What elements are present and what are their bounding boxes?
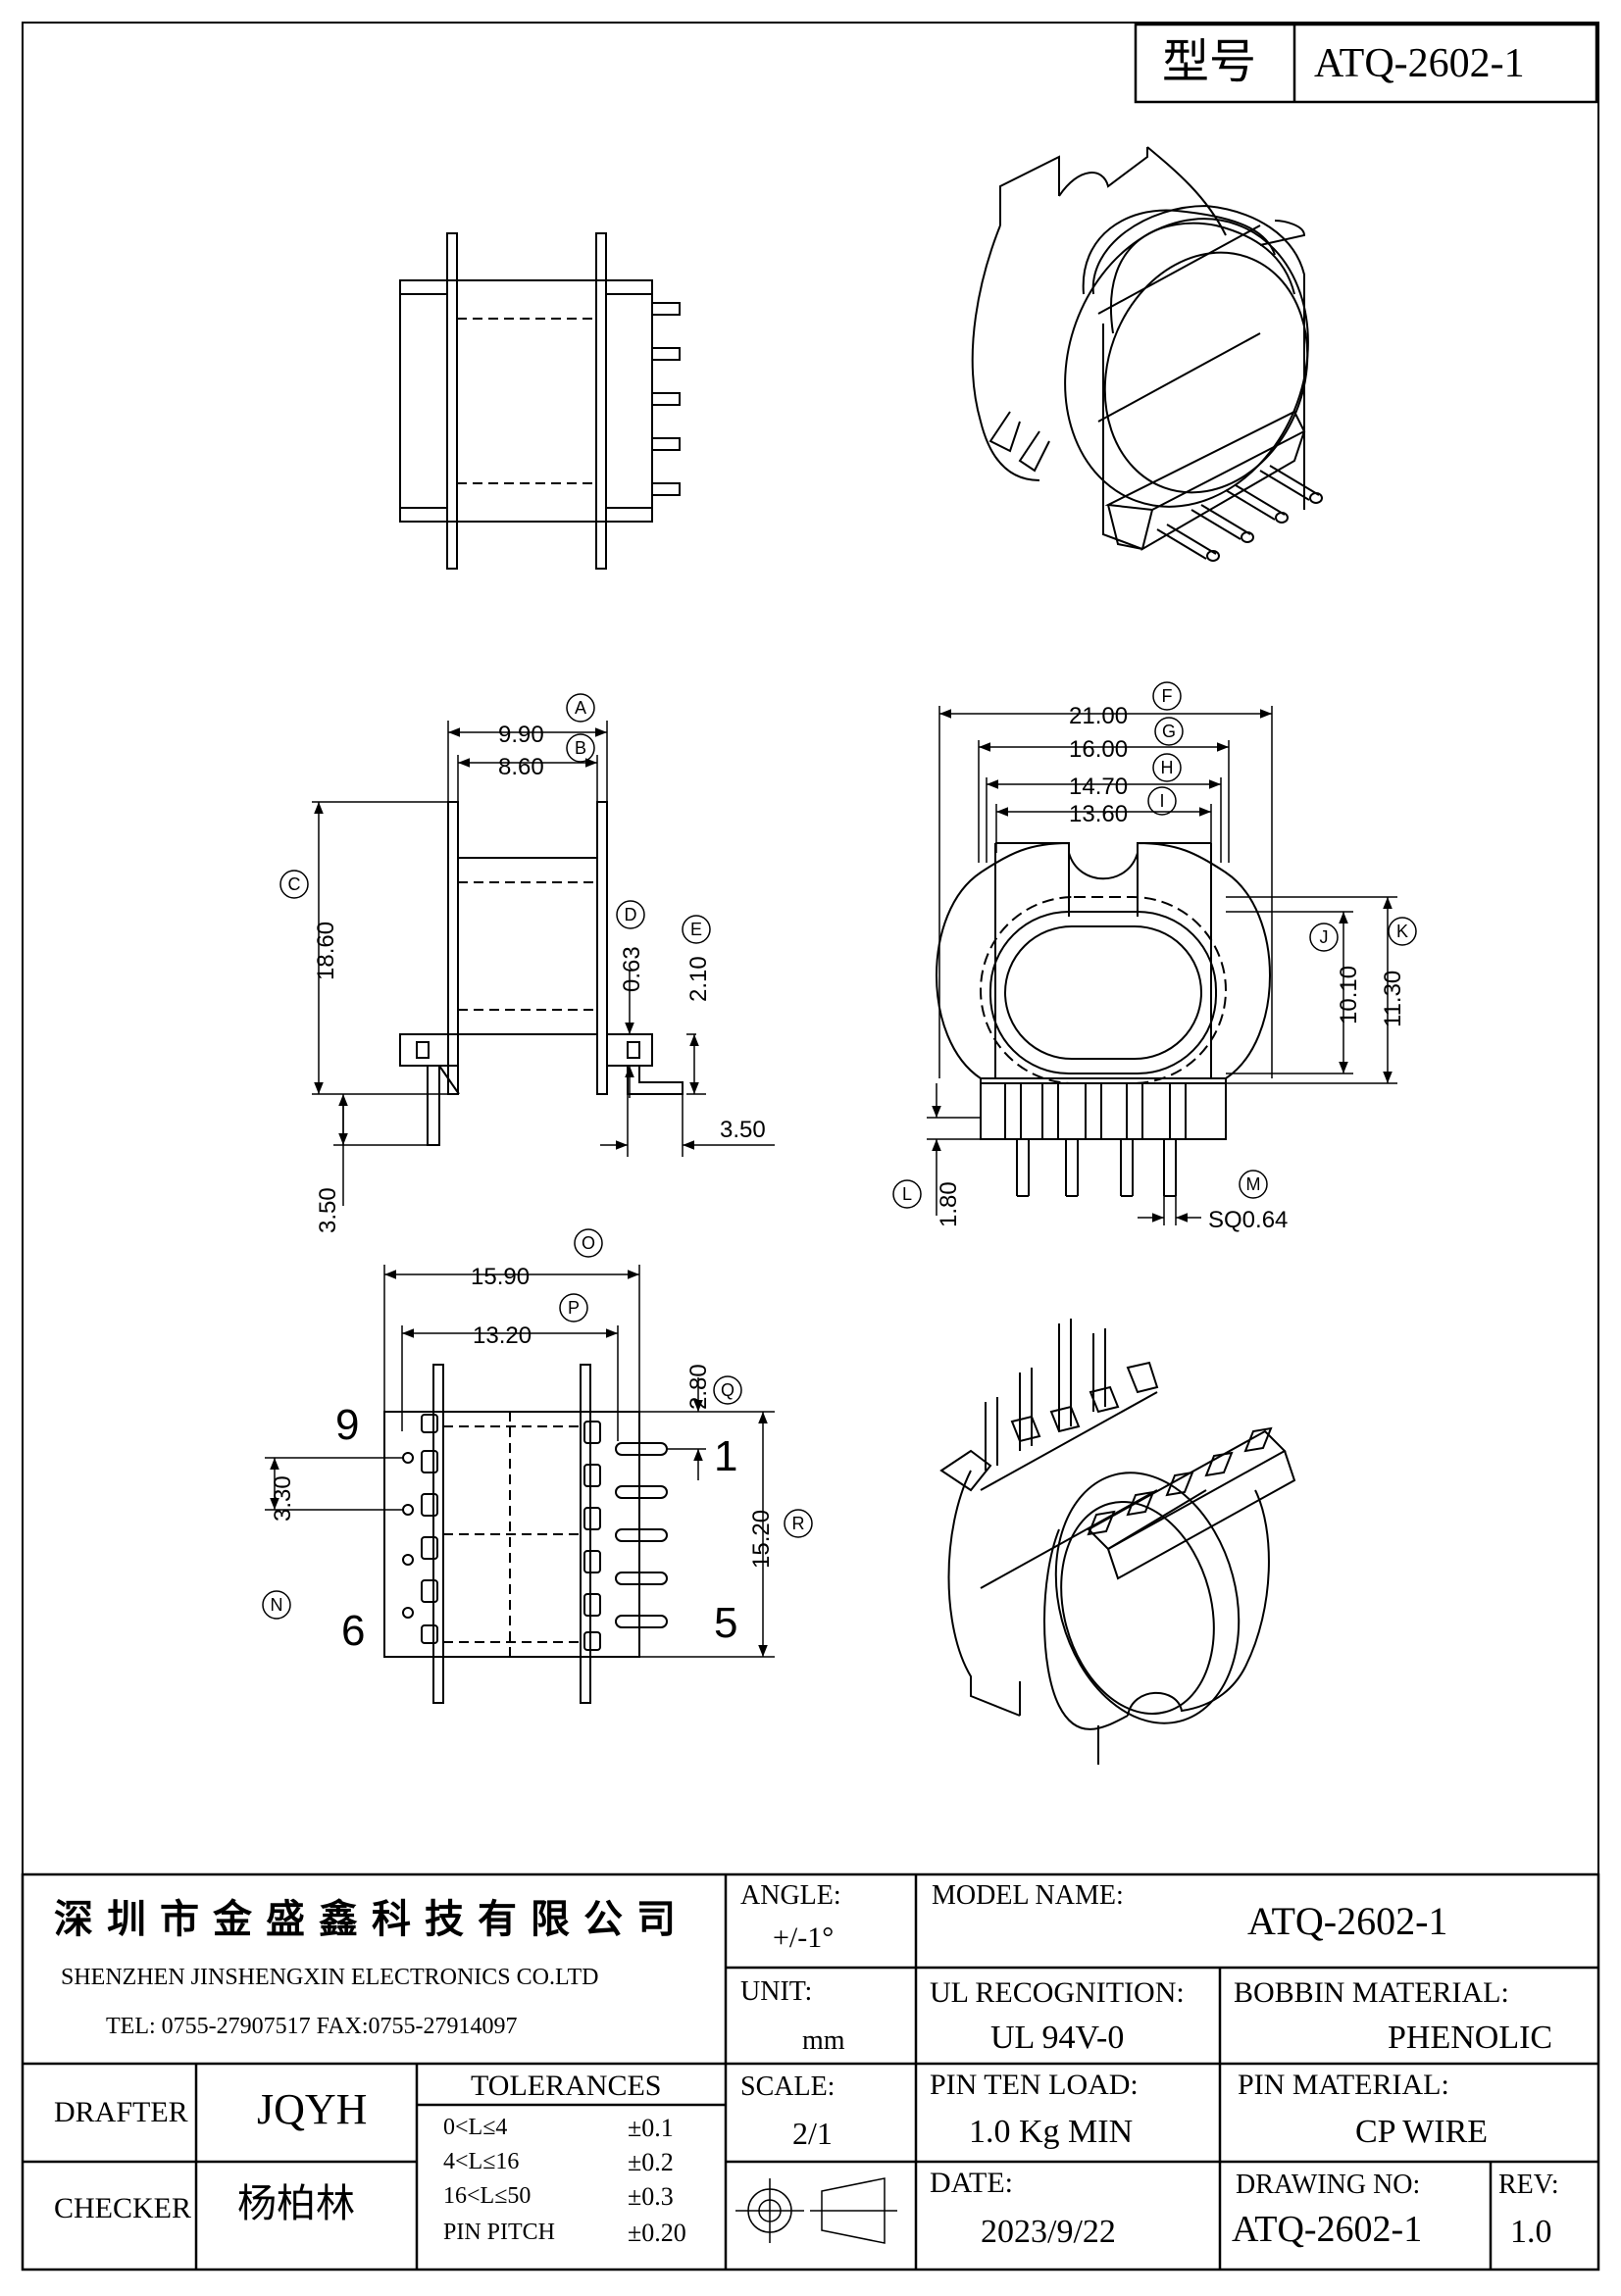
tolerance-value-4: ±0.20 — [628, 2219, 686, 2247]
dim-m-value: SQ0.64 — [1208, 1207, 1288, 1233]
dim-h-value: 14.70 — [1069, 774, 1128, 800]
dim-f-value: 21.00 — [1069, 703, 1128, 729]
tag-c: C — [288, 874, 301, 894]
middle-front-view — [936, 841, 1271, 1197]
tolerance-value-3: ±0.3 — [628, 2182, 674, 2211]
ul-recognition-value: UL 94V-0 — [990, 2020, 1125, 2056]
pin-number-5: 5 — [714, 1599, 737, 1647]
top-side-view — [399, 232, 681, 570]
tag-r: R — [792, 1514, 805, 1533]
rev-value: 1.0 — [1510, 2214, 1552, 2250]
pin-number-6: 6 — [341, 1607, 365, 1655]
dim-i-value: 13.60 — [1069, 801, 1128, 827]
tag-o: O — [582, 1233, 595, 1253]
dim-g-value: 16.00 — [1069, 736, 1128, 763]
bottom-pin-dims — [265, 1265, 775, 1658]
dim-a-value: 9.90 — [498, 722, 544, 748]
tolerances-label: TOLERANCES — [471, 2070, 662, 2102]
date-label: DATE: — [930, 2167, 1013, 2199]
tag-l: L — [902, 1184, 912, 1204]
tolerance-value-1: ±0.1 — [628, 2114, 674, 2142]
middle-front-dims — [927, 706, 1397, 1225]
drawing-no-value: ATQ-2602-1 — [1232, 2209, 1423, 2250]
dim-n-value: 3.30 — [270, 1475, 296, 1522]
dim-c-value: 18.60 — [313, 922, 339, 980]
tag-k: K — [1396, 922, 1408, 941]
top-iso-view — [971, 146, 1323, 562]
tag-h: H — [1161, 758, 1174, 777]
rev-label: REV: — [1498, 2170, 1559, 2200]
pin-ten-load-value: 1.0 Kg MIN — [969, 2114, 1134, 2150]
model-box — [1134, 23, 1598, 104]
company-name-en: SHENZHEN JINSHENGXIN ELECTRONICS CO.LTD — [61, 1965, 599, 1990]
pin-material-label: PIN MATERIAL: — [1238, 2069, 1449, 2101]
checker-value: 杨柏林 — [237, 2182, 355, 2225]
pin-number-9: 9 — [335, 1401, 359, 1449]
tag-f: F — [1162, 686, 1173, 706]
dim-k-value: 11.30 — [1380, 971, 1406, 1027]
bottom-iso-view — [939, 1319, 1296, 1765]
pin-ten-load-label: PIN TEN LOAD: — [930, 2069, 1139, 2101]
tag-a: A — [575, 698, 586, 718]
bobbin-material-value: PHENOLIC — [1388, 2020, 1553, 2056]
tag-p: P — [568, 1298, 580, 1318]
middle-side-dims — [312, 721, 775, 1206]
tolerance-range-3: 16<L≤50 — [443, 2183, 532, 2209]
bobbin-material-label: BOBBIN MATERIAL: — [1234, 1976, 1509, 2009]
tag-j: J — [1320, 927, 1329, 947]
dim-o-value: 15.90 — [471, 1264, 530, 1290]
drafter-label: DRAFTER — [54, 2096, 188, 2128]
drawing-no-label: DRAWING NO: — [1236, 2170, 1421, 2200]
pin-number-1: 1 — [714, 1432, 737, 1480]
checker-label: CHECKER — [54, 2192, 192, 2224]
model-box-value: ATQ-2602-1 — [1314, 41, 1525, 86]
dim-r-value: 15.20 — [748, 1510, 775, 1569]
projection-symbol — [735, 2177, 897, 2244]
tag-i: I — [1159, 791, 1164, 811]
tolerance-range-2: 4<L≤16 — [443, 2149, 520, 2174]
tolerance-range-4: PIN PITCH — [443, 2220, 556, 2245]
drafter-value: JQYH — [257, 2085, 368, 2133]
dim-pin-length-value: 3.50 — [315, 1187, 341, 1233]
dim-q-value: 2.80 — [685, 1364, 712, 1410]
unit-label: UNIT: — [740, 1976, 813, 2007]
model-name-label: MODEL NAME: — [932, 1880, 1124, 1911]
dim-j-value: 10.10 — [1336, 966, 1362, 1024]
tag-g: G — [1162, 722, 1176, 741]
tag-m: M — [1246, 1174, 1261, 1194]
tag-b: B — [575, 738, 586, 758]
angle-label: ANGLE: — [740, 1880, 841, 1911]
dim-b-value: 8.60 — [498, 754, 544, 780]
dim-e-value: 2.10 — [685, 956, 712, 1002]
model-name-value: ATQ-2602-1 — [1247, 1899, 1448, 1943]
angle-value: +/-1° — [773, 1922, 835, 1954]
model-box-label: 型号 — [1162, 36, 1257, 88]
scale-label: SCALE: — [740, 2071, 836, 2102]
scale-value: 2/1 — [792, 2116, 833, 2151]
company-contact: TEL: 0755-27907517 FAX:0755-27914097 — [106, 2014, 518, 2039]
dim-l-value: 1.80 — [936, 1181, 962, 1227]
date-value: 2023/9/22 — [981, 2214, 1116, 2250]
tolerance-range-1: 0<L≤4 — [443, 2115, 508, 2140]
dim-pin-offset-value: 3.50 — [720, 1117, 766, 1143]
dim-d-value: 0.63 — [619, 946, 645, 992]
middle-side-view — [399, 801, 684, 1146]
tolerance-value-2: ±0.2 — [628, 2148, 674, 2176]
title-block-grid — [21, 1872, 1600, 2271]
unit-value: mm — [802, 2025, 845, 2056]
bottom-pin-view — [383, 1364, 668, 1704]
ul-recognition-label: UL RECOGNITION: — [930, 1976, 1185, 2009]
dim-p-value: 13.20 — [473, 1323, 532, 1349]
tag-d: D — [625, 905, 637, 924]
tag-e: E — [690, 920, 702, 939]
tag-q: Q — [721, 1380, 735, 1400]
company-name-cn: 深圳市金盛鑫科技有限公司 — [54, 1898, 689, 1941]
pin-material-value: CP WIRE — [1355, 2114, 1489, 2150]
tag-n: N — [271, 1595, 283, 1615]
